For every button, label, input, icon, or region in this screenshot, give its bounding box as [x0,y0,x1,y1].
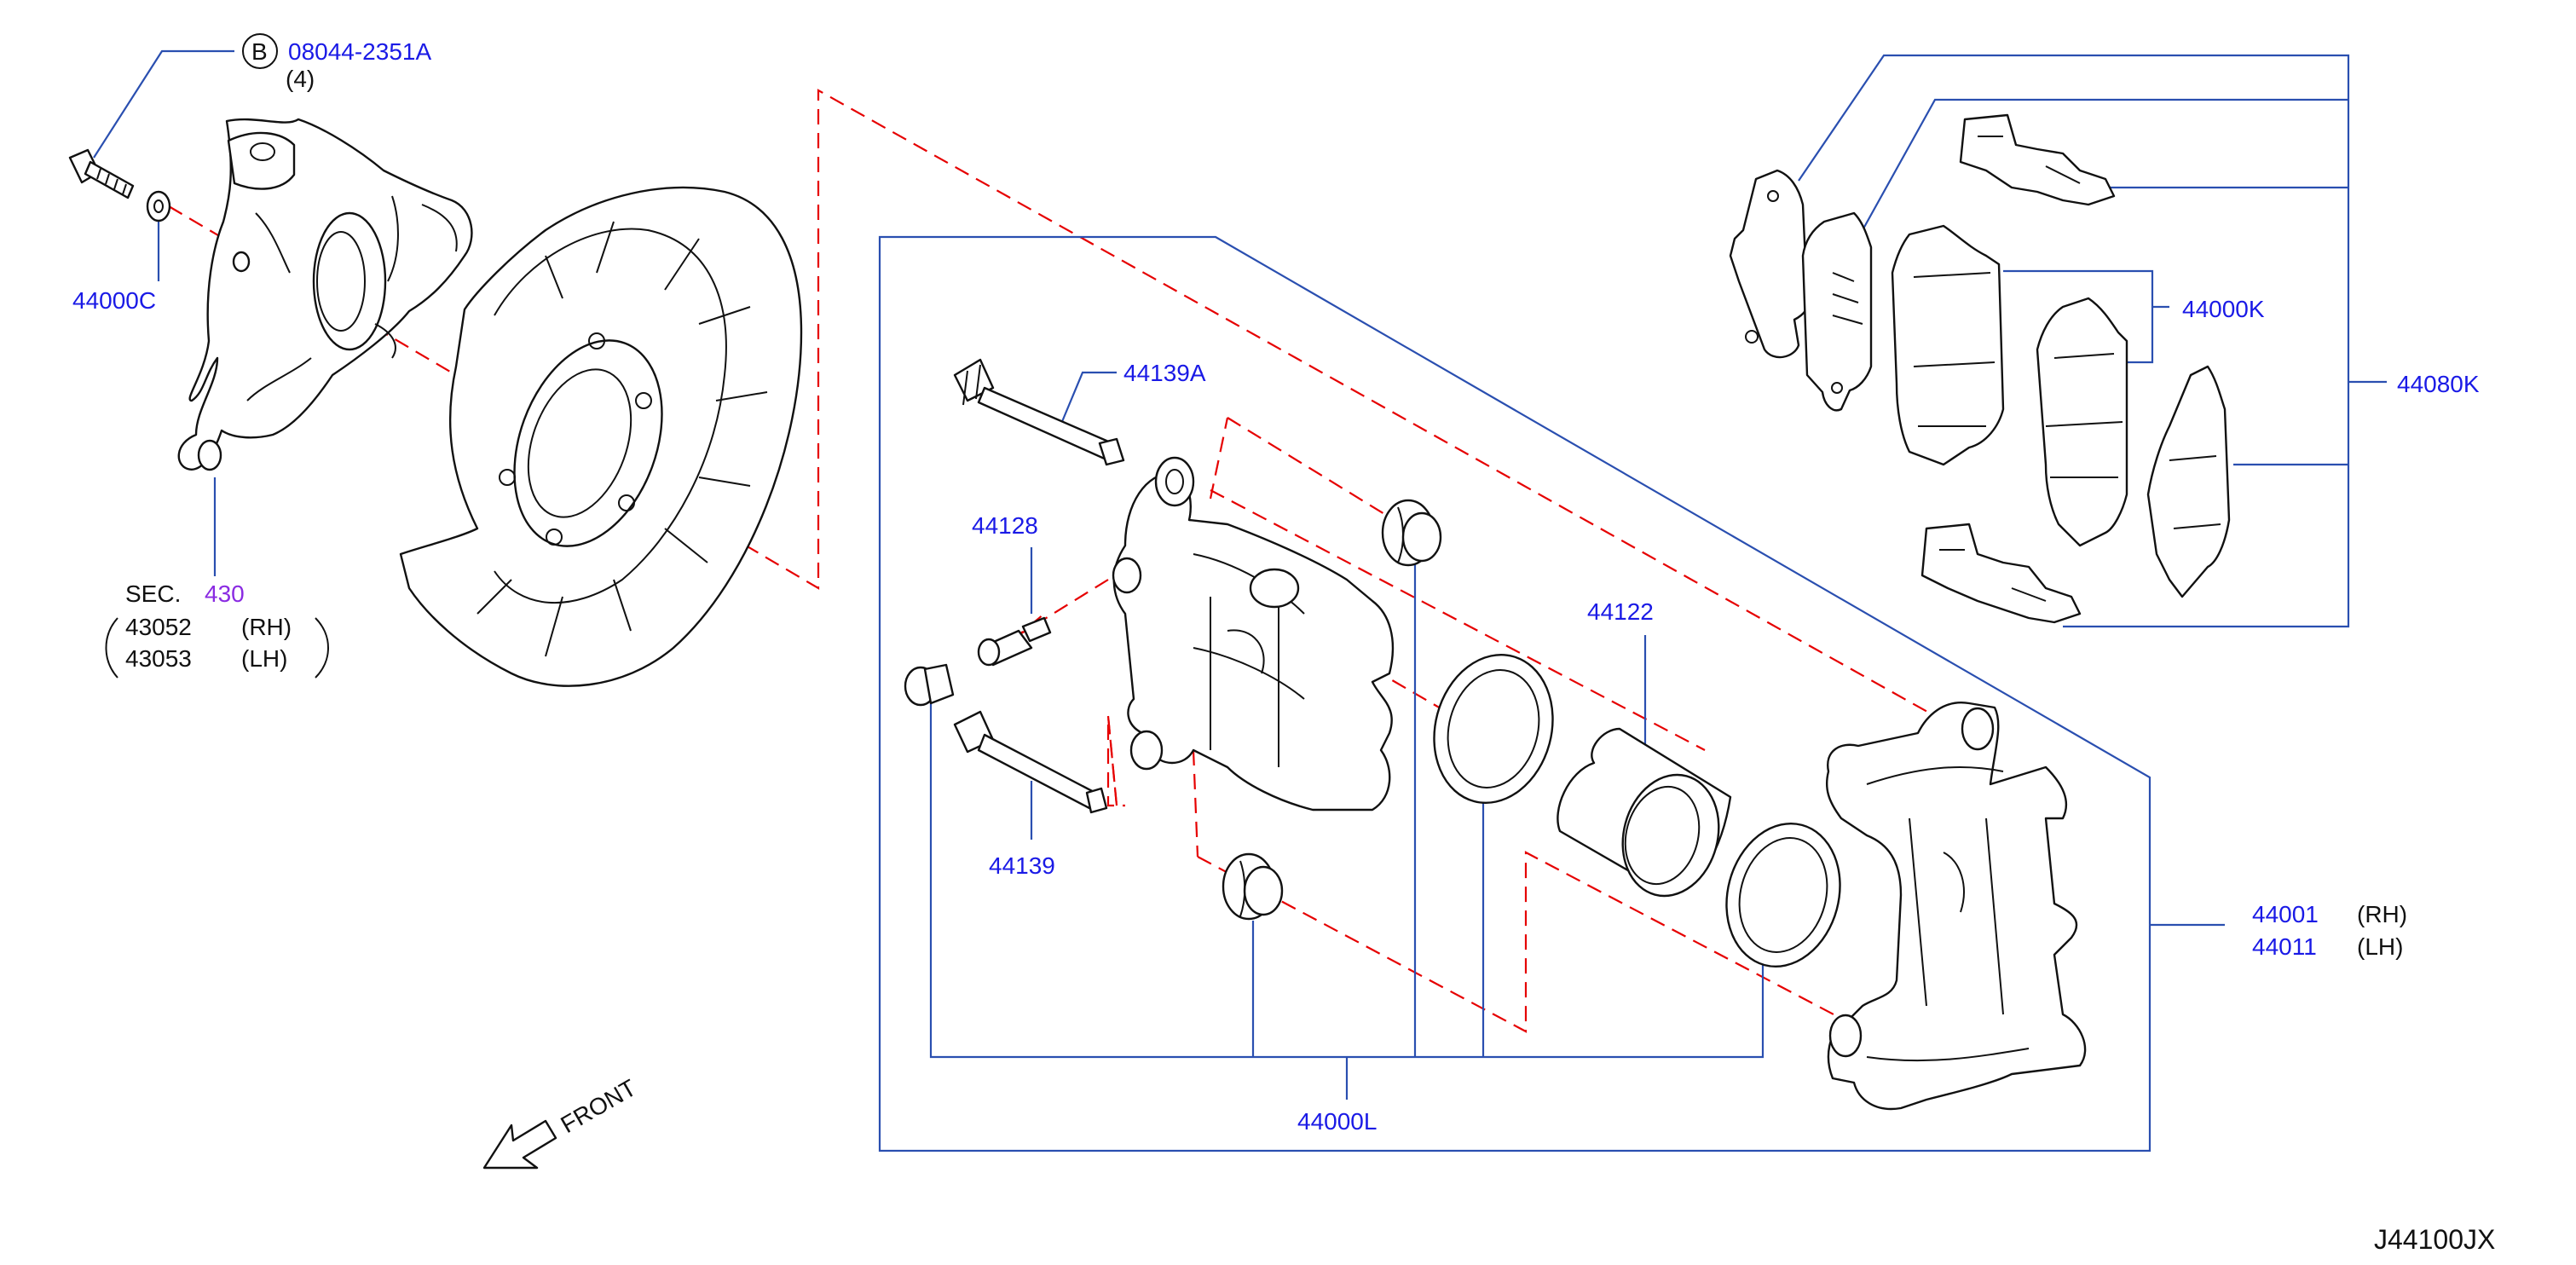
label-knuckle-lh-side: (LH) [241,645,287,672]
leader-lines [93,49,2387,1100]
label-knuckle-rh-side: (RH) [241,614,292,640]
bleeder-screw [977,616,1052,667]
piston-seal [1433,653,1554,805]
brake-pad-inner [2036,297,2128,547]
bolt-ref-circle [242,33,278,69]
label-caliper-rh-side: (RH) [2357,901,2407,927]
washer [146,190,171,222]
label-piston[interactable]: 44122 [1587,598,1654,625]
backing-plate [399,186,803,687]
pad-shim-inner [1801,211,1873,412]
label-caliper-lh-part[interactable]: 44011 [2252,933,2317,960]
diagram-id: J44100JX [2374,1224,2495,1255]
label-seal-kit[interactable]: 44000L [1297,1108,1377,1135]
piston-ring [1725,822,1841,968]
label-pad-kit[interactable]: 44000K [2182,296,2265,322]
label-front: FRONT [557,1074,641,1138]
label-section-number[interactable]: 430 [205,581,245,607]
label-bleeder[interactable]: 44128 [972,512,1038,539]
front-direction-arrow [482,1119,557,1170]
label-caliper-lh-side: (LH) [2357,933,2403,960]
bracket-right [315,617,329,679]
caliper-assembly-frame [878,235,2151,1152]
guide-pin-lower [953,710,1108,814]
pad-shim-outer [1729,169,1810,359]
label-washer[interactable]: 44000C [72,287,156,314]
pad-clip-upper [1959,113,2116,206]
caliper-bracket [1825,702,2087,1111]
steering-knuckle [177,118,473,471]
label-section-prefix: SEC. [125,581,181,607]
label-knuckle-lh-part: 43053 [125,645,192,672]
bracket-left [105,617,118,679]
label-guide-pin[interactable]: 44139 [989,852,1055,879]
label-caliper-rh-part[interactable]: 44001 [2252,901,2319,927]
pad-wear-shim [2146,365,2231,598]
brake-pad-outer [1891,224,2005,466]
caliper-piston [1557,727,1732,898]
piston-boot-lower [1222,852,1284,921]
label-pad-hardware-kit[interactable]: 44080K [2397,371,2480,397]
pad-clip-lower [1920,523,2082,624]
bleeder-cap [904,663,955,707]
guide-pin-upper [953,358,1125,466]
label-knuckle-rh-part: 43052 [125,614,192,640]
label-guide-pin-a[interactable]: 44139A [1123,360,1206,386]
mounting-bolt [68,148,135,199]
piston-boot-upper [1381,499,1442,567]
bolt-ref-letter: B [251,38,268,65]
label-bolt[interactable]: 08044-2351A [288,38,431,65]
caliper-body [1112,456,1395,812]
label-bolt-qty: (4) [286,66,315,92]
